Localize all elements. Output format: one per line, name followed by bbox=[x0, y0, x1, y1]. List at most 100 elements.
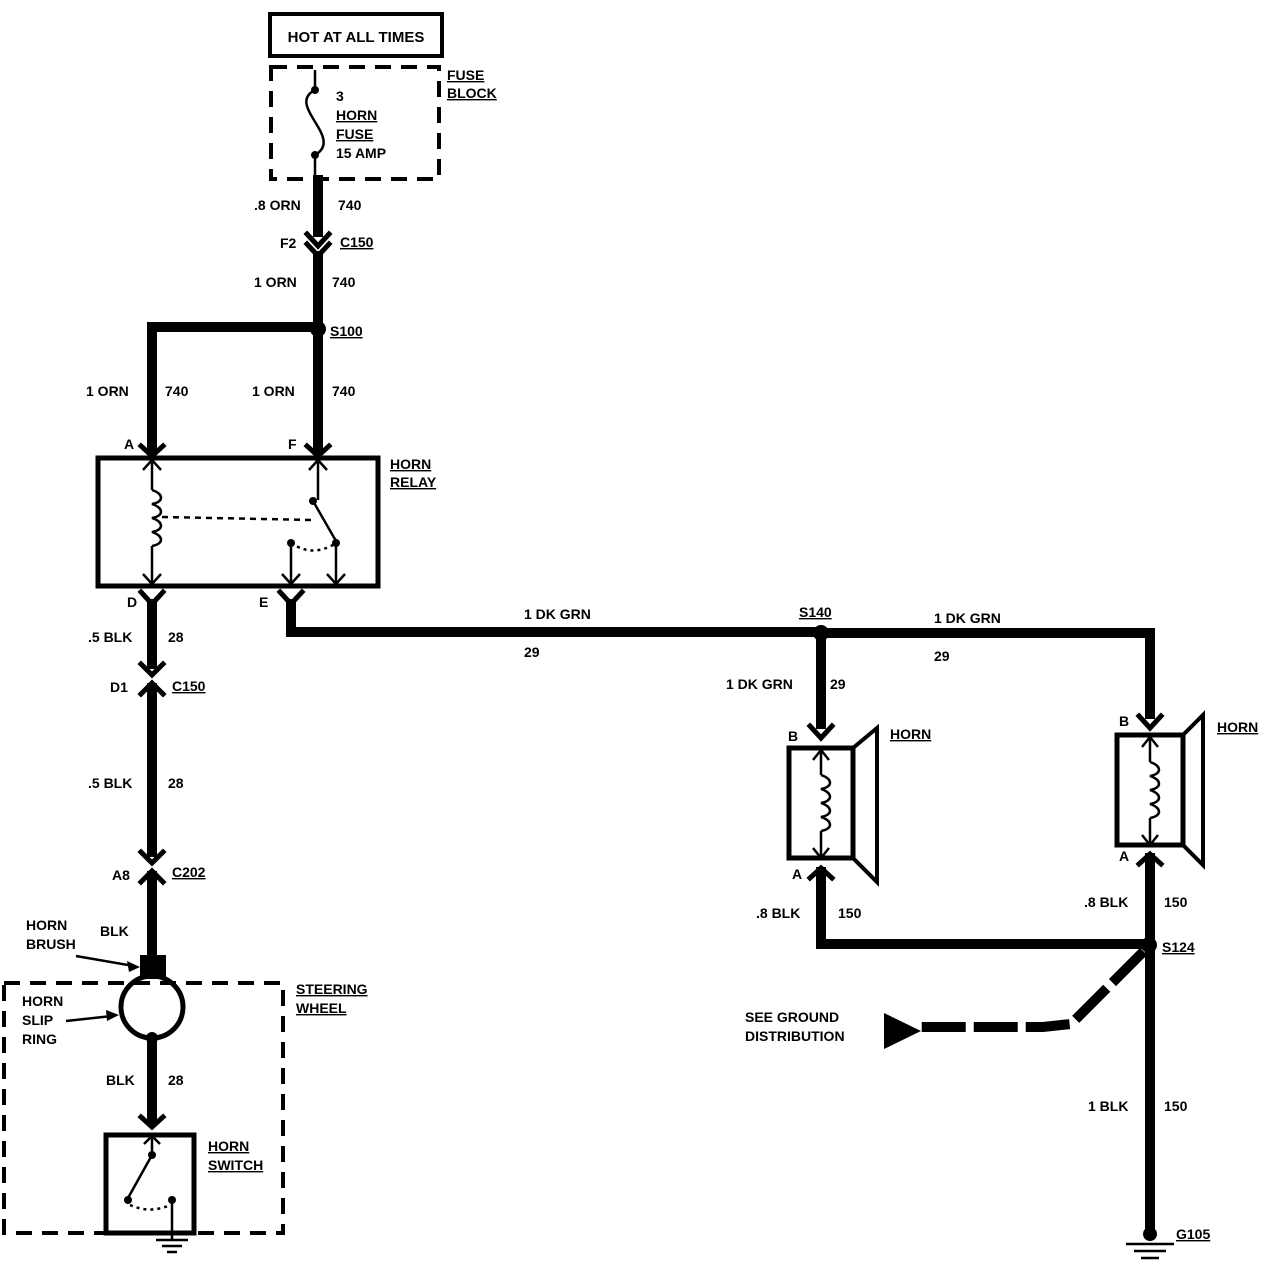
left-horn-title: HORN bbox=[890, 726, 931, 742]
wire-right-gnd-circuit: 150 bbox=[1164, 894, 1188, 910]
slip-pointer-line bbox=[65, 1014, 113, 1023]
ground-distribution-arrow-icon[interactable] bbox=[884, 1013, 921, 1049]
horn-relay: A F HORN RELAY D E bbox=[95, 436, 437, 610]
horn-slip-ring-icon bbox=[118, 973, 186, 1041]
wire-left-gnd-circuit: 150 bbox=[838, 905, 862, 921]
fuse-name-2: FUSE bbox=[336, 126, 373, 142]
wire-right-gnd-gauge: .8 BLK bbox=[1084, 894, 1128, 910]
brush-pointer-arrow-icon bbox=[127, 961, 140, 972]
hot-box-frame bbox=[268, 12, 444, 58]
hot-at-all-times-box: HOT AT ALL TIMES bbox=[268, 12, 444, 58]
switch-arrow-top bbox=[143, 1134, 161, 1145]
right-horn-coil-icon bbox=[1149, 760, 1161, 820]
wire-col-gauge: .5 BLK bbox=[88, 775, 132, 791]
slip-label-2: SLIP bbox=[22, 1012, 53, 1028]
switch-terminal-left bbox=[124, 1196, 132, 1204]
c202-female-chevron bbox=[137, 848, 167, 867]
wire-relay-e-to-s140 bbox=[286, 599, 817, 637]
wire-s100-to-relay-a bbox=[147, 322, 315, 453]
left-horn-pin-b: B bbox=[788, 728, 798, 744]
relay-title-1: HORN bbox=[390, 456, 431, 472]
c202-pin: A8 bbox=[112, 867, 130, 883]
slip-pointer-arrow-icon bbox=[106, 1010, 119, 1021]
c150-lower-label: C150 bbox=[172, 678, 206, 694]
left-horn-b-chevron bbox=[806, 722, 836, 742]
right-horn-pin-b: B bbox=[1119, 713, 1129, 729]
g105-label: G105 bbox=[1176, 1226, 1210, 1242]
wire-left-horn-to-s124 bbox=[816, 867, 1146, 949]
fuse-block: FUSE BLOCK 3 HORN FUSE 15 AMP bbox=[269, 65, 497, 181]
relay-pin-d: D bbox=[127, 594, 137, 610]
ground-circuit-150: S124 1 BLK 150 G105 SEE GROUND DISTRIBUT… bbox=[745, 937, 1210, 1260]
right-horn-pin-a: A bbox=[1119, 848, 1129, 864]
fuse-number: 3 bbox=[336, 88, 344, 104]
right-horn-bell-icon bbox=[1181, 710, 1205, 870]
steering-wheel: STEERING WHEEL HORN BRUSH BLK HORN SLIP … bbox=[2, 917, 368, 1254]
wire-right-circuit: 29 bbox=[934, 648, 950, 664]
wire-col-circuit: 28 bbox=[168, 775, 184, 791]
switch-wire-color: BLK bbox=[106, 1072, 135, 1088]
steering-title-2: WHEEL bbox=[296, 1000, 347, 1016]
wire-fuse-circuit: 740 bbox=[338, 197, 362, 213]
switch-wire-circuit: 28 bbox=[168, 1072, 184, 1088]
fuse-name-1: HORN bbox=[336, 107, 377, 123]
horn-control-wire-28: .5 BLK 28 D1 C150 .5 BLK 28 A8 C202 bbox=[88, 599, 206, 961]
brush-wire-color: BLK bbox=[100, 923, 129, 939]
fuse-element-icon bbox=[305, 88, 325, 157]
horn-left: B HORN A .8 BLK 150 bbox=[756, 722, 1146, 949]
left-horn-pin-a: A bbox=[792, 866, 802, 882]
wire-ground-gauge: 1 BLK bbox=[1088, 1098, 1128, 1114]
left-horn-arrow-top bbox=[812, 747, 830, 761]
wire-left-gauge: 1 DK GRN bbox=[726, 676, 793, 692]
c150-upper-pin: F2 bbox=[280, 235, 297, 251]
brush-label-1: HORN bbox=[26, 917, 67, 933]
fuse-block-title-1: FUSE bbox=[447, 67, 484, 83]
fuse-block-title-2: BLOCK bbox=[447, 85, 497, 101]
relay-title-2: RELAY bbox=[390, 474, 437, 490]
c150-upper-male-chevron bbox=[303, 230, 333, 250]
relay-coil-arrow-top bbox=[142, 458, 162, 471]
fuse-block-outline bbox=[269, 65, 441, 181]
relay-pin-f: F bbox=[288, 436, 297, 452]
relay-coil-arrow-bottom bbox=[142, 573, 162, 586]
relay-pin-e: E bbox=[259, 594, 268, 610]
wire-c150-gauge: 1 ORN bbox=[254, 274, 297, 290]
left-horn-coil-icon bbox=[820, 773, 832, 833]
wire-relay-f-circuit: 740 bbox=[332, 383, 356, 399]
right-horn-title: HORN bbox=[1217, 719, 1258, 735]
wire-left-gnd-gauge: .8 BLK bbox=[756, 905, 800, 921]
brush-pointer-line bbox=[75, 954, 135, 968]
right-horn-arrow-top bbox=[1141, 734, 1159, 748]
hot-at-all-times-label: HOT AT ALL TIMES bbox=[288, 29, 425, 46]
relay-no-arrow bbox=[326, 573, 346, 586]
steering-title-1: STEERING bbox=[296, 981, 368, 997]
relay-mechanical-link bbox=[161, 515, 315, 522]
relay-feed-wires: 1 ORN 740 1 ORN 740 bbox=[86, 322, 356, 453]
s124-label: S124 bbox=[1162, 939, 1195, 955]
relay-e-arrow bbox=[281, 573, 301, 586]
ground-ref-label-2[interactable]: DISTRIBUTION bbox=[745, 1028, 845, 1044]
horn-output-wire-29: 1 DK GRN 29 S140 1 DK GRN 29 1 DK GRN 29 bbox=[286, 599, 1155, 729]
brush-label-2: BRUSH bbox=[26, 936, 76, 952]
wire-fuse-gauge: .8 ORN bbox=[254, 197, 301, 213]
switch-label-1: HORN bbox=[208, 1138, 249, 1154]
wire-d-gauge: .5 BLK bbox=[88, 629, 132, 645]
wire-right-gauge: 1 DK GRN bbox=[934, 610, 1001, 626]
relay-housing bbox=[95, 455, 381, 589]
slip-label-3: RING bbox=[22, 1031, 57, 1047]
left-horn-bell-icon bbox=[851, 723, 879, 887]
wire-s140-to-right-horn bbox=[825, 628, 1155, 719]
ground-distribution-dashed-link bbox=[907, 947, 1148, 1032]
wire-relay-f-gauge: 1 ORN bbox=[252, 383, 295, 399]
c202-label: C202 bbox=[172, 864, 206, 880]
wire-c150-circuit: 740 bbox=[332, 274, 356, 290]
relay-pin-a: A bbox=[124, 436, 134, 452]
relay-contact-arm bbox=[311, 500, 338, 542]
left-horn-arrow-bottom bbox=[812, 847, 830, 861]
right-horn-arrow-bottom bbox=[1141, 834, 1159, 848]
c150-lower-female-chevron bbox=[137, 660, 167, 679]
wire-left-circuit: 29 bbox=[830, 676, 846, 692]
ground-ref-label-1[interactable]: SEE GROUND bbox=[745, 1009, 839, 1025]
wire-e-gauge: 1 DK GRN bbox=[524, 606, 591, 622]
wire-relay-a-gauge: 1 ORN bbox=[86, 383, 129, 399]
